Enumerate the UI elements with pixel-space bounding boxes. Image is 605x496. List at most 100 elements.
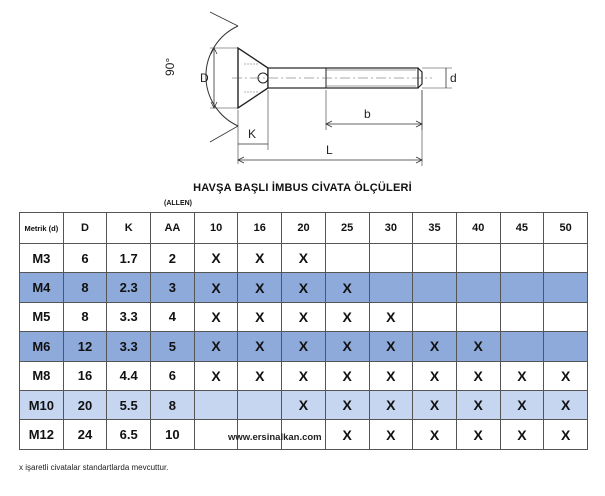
length-availability-cell: X — [368, 301, 414, 333]
length-availability-cell: X — [455, 331, 501, 362]
dimension-cell: 1.7 — [106, 242, 152, 274]
watermark: www.ersinalkan.com — [228, 432, 322, 443]
length-availability-cell: X — [237, 360, 283, 391]
length-availability-cell: X — [281, 360, 326, 391]
length-availability-cell: X — [543, 419, 588, 450]
dimension-cell: 8 — [62, 272, 108, 303]
angle-arc — [205, 25, 239, 127]
length-availability-cell — [499, 331, 545, 362]
header-cell: D — [62, 212, 108, 244]
length-availability-cell — [455, 272, 501, 303]
length-availability-cell: X — [455, 419, 501, 450]
metric-size-cell: M10 — [19, 389, 64, 421]
dimension-cell: 5.5 — [106, 389, 152, 421]
length-availability-cell: X — [499, 389, 545, 421]
header-cell: 40 — [455, 212, 501, 244]
length-availability-cell: X — [193, 301, 239, 333]
length-availability-cell: X — [237, 331, 283, 362]
length-availability-cell — [412, 272, 457, 303]
bolt-technical-drawing: 90° D d b K — [140, 4, 470, 172]
length-availability-cell: X — [368, 389, 414, 421]
dimension-cell: 2.3 — [106, 272, 152, 303]
table-title: HAVŞA BAŞLI İMBUS CİVATA ÖLÇÜLERİ — [193, 182, 412, 194]
header-cell: K — [106, 212, 152, 244]
length-availability-cell: X — [281, 331, 326, 362]
metric-size-cell: M3 — [19, 242, 64, 274]
length-availability-cell — [499, 301, 545, 333]
angle-label: 90° — [163, 58, 177, 76]
length-availability-cell: X — [237, 242, 283, 274]
metric-size-cell: M12 — [19, 419, 64, 450]
length-availability-cell: X — [237, 301, 283, 333]
bolt-drawing-svg: 90° D d b K — [163, 11, 457, 166]
length-availability-cell — [499, 242, 545, 274]
length-availability-cell: X — [193, 242, 239, 274]
metric-size-cell: M5 — [19, 301, 64, 333]
dimension-cell: 5 — [150, 331, 195, 362]
length-availability-cell: X — [368, 419, 414, 450]
dimension-cell: 3.3 — [106, 301, 152, 333]
length-availability-cell — [368, 272, 414, 303]
length-availability-cell: X — [324, 360, 370, 391]
header-cell: 45 — [499, 212, 545, 244]
length-availability-cell — [368, 242, 414, 274]
diameter-label: d — [450, 71, 457, 85]
header-cell: 10 — [193, 212, 239, 244]
length-availability-cell: X — [412, 331, 457, 362]
length-availability-cell: X — [324, 419, 370, 450]
length-availability-cell: X — [193, 360, 239, 391]
metric-size-cell: M4 — [19, 272, 64, 303]
length-availability-cell — [193, 389, 239, 421]
length-availability-cell: X — [368, 331, 414, 362]
length-availability-cell: X — [281, 242, 326, 274]
dimension-cell: 8 — [62, 301, 108, 333]
header-cell: 35 — [412, 212, 457, 244]
dimension-cell: 24 — [62, 419, 108, 450]
length-availability-cell: X — [324, 301, 370, 333]
length-availability-cell: X — [499, 360, 545, 391]
dimension-cell: 4.4 — [106, 360, 152, 391]
length-availability-cell: X — [193, 272, 239, 303]
header-cell: 25 — [324, 212, 370, 244]
dimension-cell: 6.5 — [106, 419, 152, 450]
length-availability-cell — [412, 242, 457, 274]
length-availability-cell — [237, 419, 283, 450]
length-availability-cell: X — [324, 331, 370, 362]
metric-size-cell: M6 — [19, 331, 64, 362]
footnote: x işaretli civatalar standartlarda mevcu… — [19, 463, 169, 472]
dimension-cell: 10 — [150, 419, 195, 450]
dimension-cell: 2 — [150, 242, 195, 274]
length-availability-cell — [543, 242, 588, 274]
length-availability-cell: X — [412, 419, 457, 450]
length-availability-cell: X — [412, 360, 457, 391]
length-availability-cell — [543, 272, 588, 303]
allen-note: (ALLEN) — [164, 200, 192, 207]
length-availability-cell: X — [324, 272, 370, 303]
length-availability-cell — [499, 272, 545, 303]
length-availability-cell: X — [281, 272, 326, 303]
length-availability-cell: X — [324, 389, 370, 421]
head-diameter-label: D — [200, 71, 209, 85]
length-availability-cell — [455, 301, 501, 333]
length-availability-cell: X — [455, 389, 501, 421]
length-availability-cell — [455, 242, 501, 274]
length-availability-cell — [543, 331, 588, 362]
dimension-cell: 4 — [150, 301, 195, 333]
thread-length-label: b — [364, 107, 371, 121]
metric-size-cell: M8 — [19, 360, 64, 391]
length-availability-cell — [237, 389, 283, 421]
dimension-cell: 12 — [62, 331, 108, 362]
dimension-cell: 8 — [150, 389, 195, 421]
length-availability-cell — [412, 301, 457, 333]
length-availability-cell — [543, 301, 588, 333]
header-cell: 20 — [281, 212, 326, 244]
length-availability-cell: X — [543, 360, 588, 391]
